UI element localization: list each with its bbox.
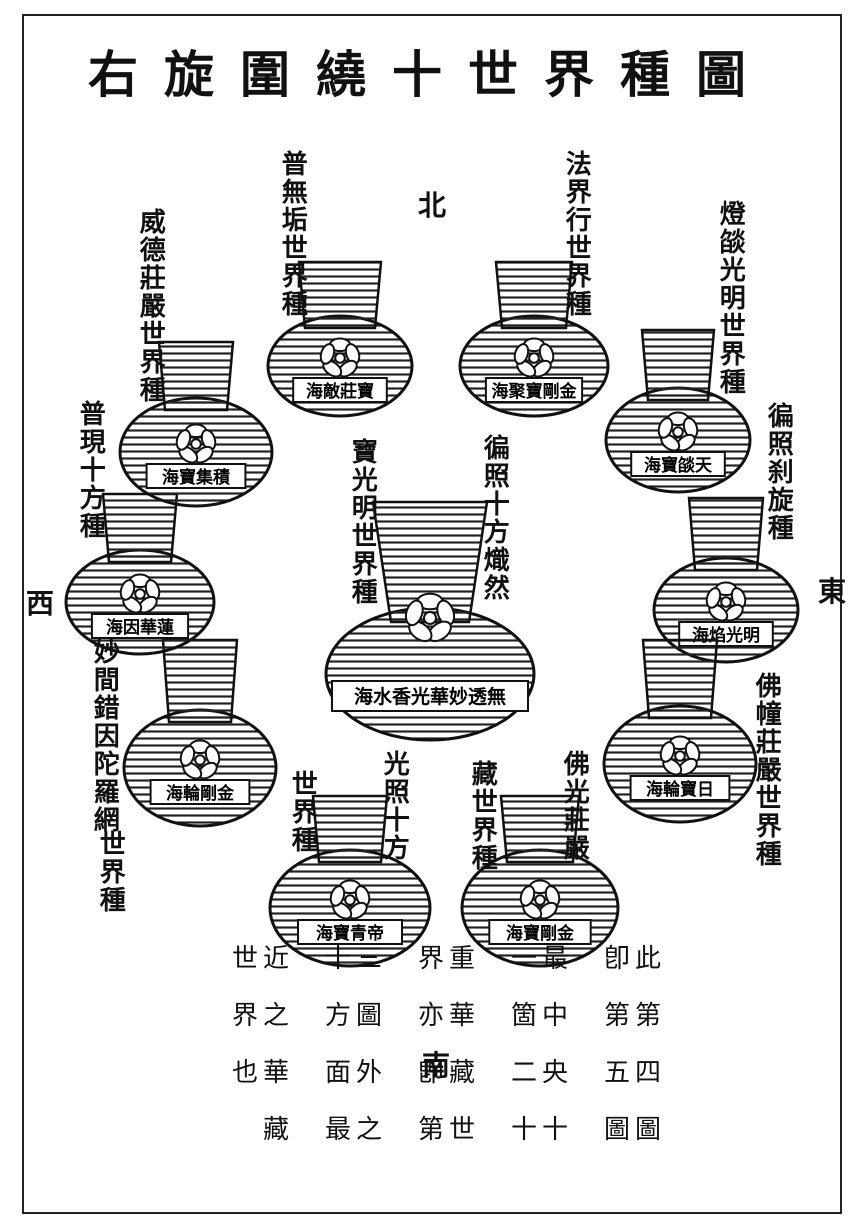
vase-center: 海水香光華妙透無 (324, 500, 536, 742)
vase-bottom-left: 海寶青帝 (268, 794, 432, 968)
lotus-icon (175, 423, 217, 464)
lotus-icon (179, 739, 221, 780)
caption-center-left: 寶光明世界種 (347, 438, 378, 606)
plate-label: 海寶剛金 (506, 923, 575, 944)
plate-label: 海因華蓮 (106, 617, 174, 638)
caption-bottom-right-a: 佛光莊嚴 (559, 750, 590, 862)
caption-right-mid: 徧照刹旋種 (763, 402, 794, 542)
page-title: 右旋圍繞十世界種圖 (88, 45, 772, 104)
vase-left-lower: 海輪剛金 (122, 638, 278, 828)
direction-north: 北 (418, 189, 447, 222)
plate-label: 海敵莊寶 (306, 381, 374, 402)
bottom-line-4: 藏 最之 第世 十十 圖圖 (232, 1115, 667, 1145)
vase-right-upper: 海寶燄天 (604, 328, 752, 494)
vase-bottom-right: 海寶剛金 (460, 794, 620, 968)
lotus-icon (705, 581, 747, 622)
caption-bottom-left-b: 世界種 (287, 770, 318, 854)
direction-west: 西 (26, 587, 55, 620)
vase-right-lower: 海輪寶日 (602, 638, 758, 824)
lotus-icon (404, 592, 456, 643)
lotus-icon (329, 879, 371, 920)
plate-label: 海輪剛金 (166, 783, 235, 804)
caption-top-right: 法界行世界種 (561, 150, 592, 318)
caption-left-lower-a: 妙間錯因陀羅網 (89, 638, 120, 834)
direction-east: 東 (818, 575, 847, 608)
caption-top-left: 普無垢世界種 (277, 150, 308, 318)
plate-label: 海寶燄天 (644, 455, 713, 476)
caption-left-mid: 普現十方種 (75, 400, 106, 540)
lotus-icon (657, 411, 699, 452)
bottom-line-2: 界之 方圖 亦華 箇中 第第 (232, 1001, 667, 1031)
vase-right-mid: 海焰光明 (652, 496, 800, 664)
plate-label: 海寶青帝 (316, 923, 384, 944)
bottom-line-1: 世近 十三 界重 一最 卽此 (232, 944, 667, 974)
caption-bottom-left-a: 光照十方 (379, 750, 410, 862)
caption-bottom-right-b: 藏世界種 (467, 760, 498, 872)
caption-right-upper: 燈燄光明世界種 (715, 200, 746, 396)
lotus-icon (319, 337, 361, 378)
caption-center-right: 徧照十方熾然 (479, 434, 510, 602)
caption-left-lower-b: 世界種 (95, 830, 126, 914)
direction-south: 南 (422, 1049, 451, 1082)
plate-label: 海聚寶剛金 (492, 381, 578, 402)
vase-left-mid: 海因華蓮 (64, 492, 216, 656)
plate-label: 海輪寶日 (646, 779, 714, 800)
center-plate-label: 海水香光華妙透無 (354, 685, 506, 708)
bottom-line-3: 也華 面外 卽藏 二央 五四 (232, 1058, 667, 1088)
plate-label: 海寶集積 (162, 467, 231, 488)
vase-left-upper: 海寶集積 (118, 340, 274, 508)
caption-left-upper: 威德莊嚴世界種 (135, 208, 166, 404)
lotus-icon (119, 573, 161, 614)
vase-top-right: 海聚寶剛金 (458, 260, 610, 418)
lotus-icon (513, 337, 555, 378)
page-frame (22, 14, 842, 1214)
lotus-icon (659, 735, 701, 776)
caption-right-lower: 佛幢莊嚴世界種 (751, 672, 782, 868)
lotus-icon (519, 879, 561, 920)
vase-top-left: 海敵莊寶 (266, 260, 414, 418)
